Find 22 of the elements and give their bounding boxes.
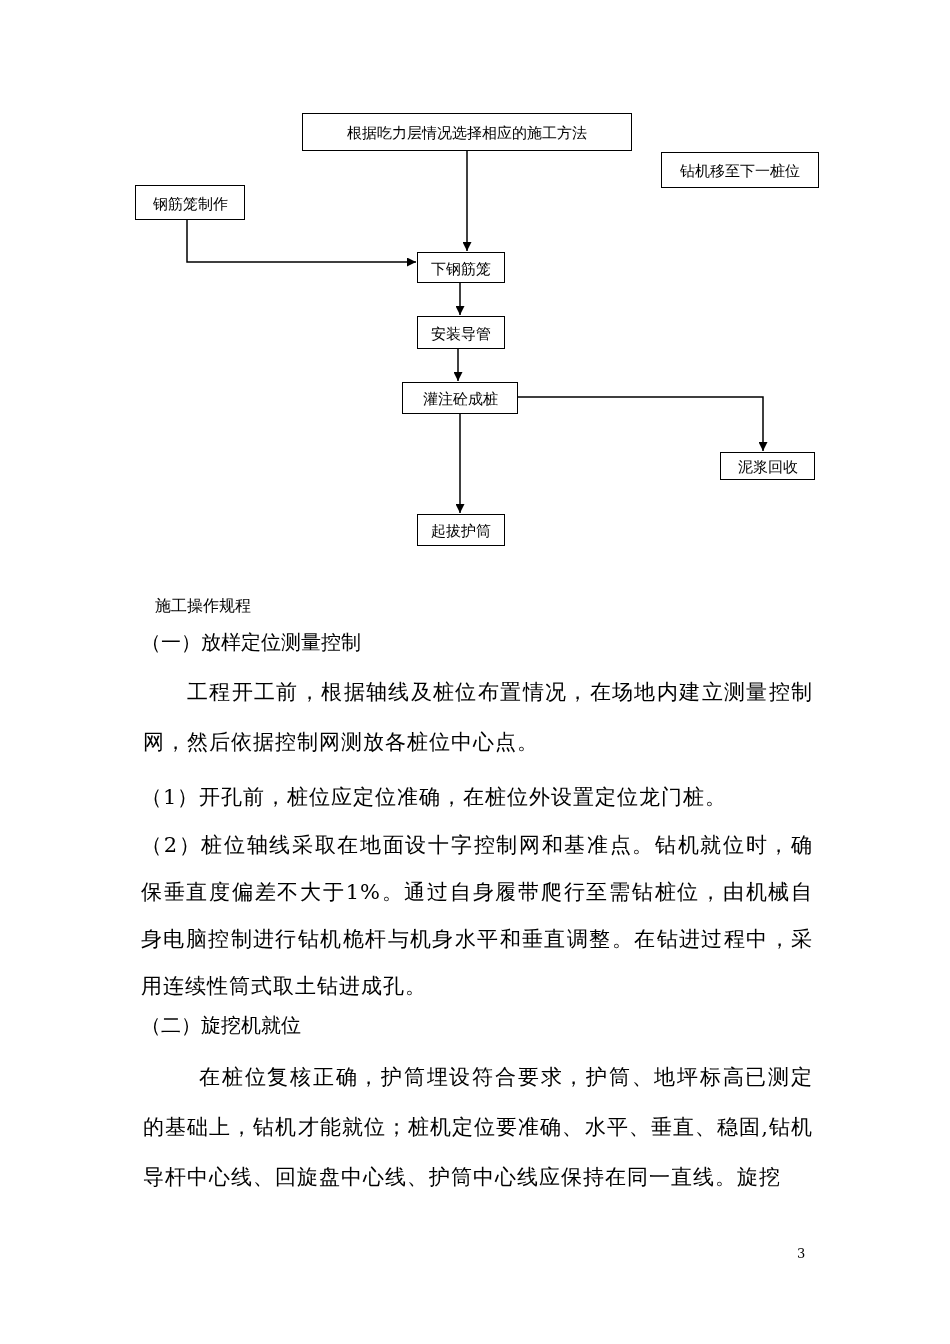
process-box: 下钢筋笼 xyxy=(417,252,505,283)
section-heading: （一）放样定位测量控制 xyxy=(141,629,361,656)
process-box: 根据吃力层情况选择相应的施工方法 xyxy=(302,113,632,151)
caption: 施工操作规程 xyxy=(155,595,251,617)
paragraph: 在桩位复核正确，护筒埋设符合要求，护筒、地坪标高已测定的基础上，钻机才能就位；桩机定位要准确、水平、垂直、稳固,钻机导杆中心线、回旋盘中心线、护筒中心线应保持在同一直线。旋挖 xyxy=(143,1064,813,1191)
paragraph: 工程开工前，根据轴线及桩位布置情况，在场地内建立测量控制网，然后依据控制网测放各桩位中心点。 xyxy=(143,679,813,756)
process-box: 灌注砼成桩 xyxy=(402,382,518,414)
arrow xyxy=(455,282,465,316)
arrow xyxy=(517,396,768,452)
arrow xyxy=(186,219,417,267)
arrow xyxy=(455,413,465,514)
paragraph: （2）桩位轴线采取在地面设十字控制网和基准点。钻机就位时，确保垂直度偏差不大于1%。通过自身履带爬行至需钻桩位，由机械自身电脑控制进行钻机桅杆与机身水平和垂直调整。在钻进过程中，采用连续性筒式取土钻进成孔。 xyxy=(141,832,813,1000)
page-number: 3 xyxy=(797,1245,807,1263)
paragraph: （1）开孔前，桩位应定位准确，在桩位外设置定位龙门桩。 xyxy=(141,784,729,811)
arrow xyxy=(453,348,463,382)
arrow xyxy=(462,150,472,252)
process-box: 泥浆回收 xyxy=(720,452,815,480)
process-box: 安装导管 xyxy=(417,316,505,349)
process-box: 起拔护筒 xyxy=(417,514,505,546)
process-box: 钢筋笼制作 xyxy=(135,185,245,220)
process-box: 钻机移至下一桩位 xyxy=(661,152,819,188)
section-heading: （二）旋挖机就位 xyxy=(141,1012,301,1039)
